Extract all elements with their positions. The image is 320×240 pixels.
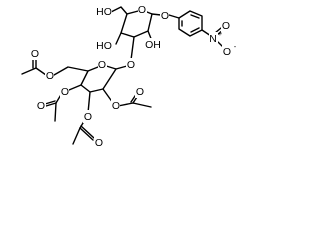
ring-oxygen-label: O	[138, 4, 146, 16]
hydroxyl-label: HO	[96, 6, 112, 18]
ring-oxygen-label: O	[98, 59, 106, 71]
ester-oxygen-label: O	[46, 70, 54, 82]
atom-labels: HO O O OH HO O N + O - O O O O O O O	[30, 3, 237, 149]
ester-oxygen-label: O	[84, 111, 92, 123]
carbonyl-oxygen-label: O	[31, 48, 39, 60]
negative-charge-label: -	[234, 42, 237, 51]
carbonyl-oxygen-label: O	[37, 100, 45, 112]
ester-oxygen-label: O	[112, 100, 120, 112]
positive-charge-label: +	[218, 29, 223, 38]
carbonyl-oxygen-label: O	[95, 137, 103, 149]
nitro-oxygen-label: O	[223, 46, 231, 58]
glycosidic-oxygen-label: O	[161, 10, 169, 22]
linking-oxygen-label: O	[127, 59, 135, 71]
nitro-oxygen-label: O	[222, 20, 230, 32]
hydroxyl-label: OH	[145, 39, 161, 51]
ester-oxygen-label: O	[61, 86, 69, 98]
nitro-nitrogen-label: N	[209, 33, 217, 45]
hydroxyl-label: HO	[96, 40, 112, 52]
carbonyl-oxygen-label: O	[136, 86, 144, 98]
structural-formula: HO O O OH HO O N + O - O O O O O O O	[21, 3, 237, 149]
